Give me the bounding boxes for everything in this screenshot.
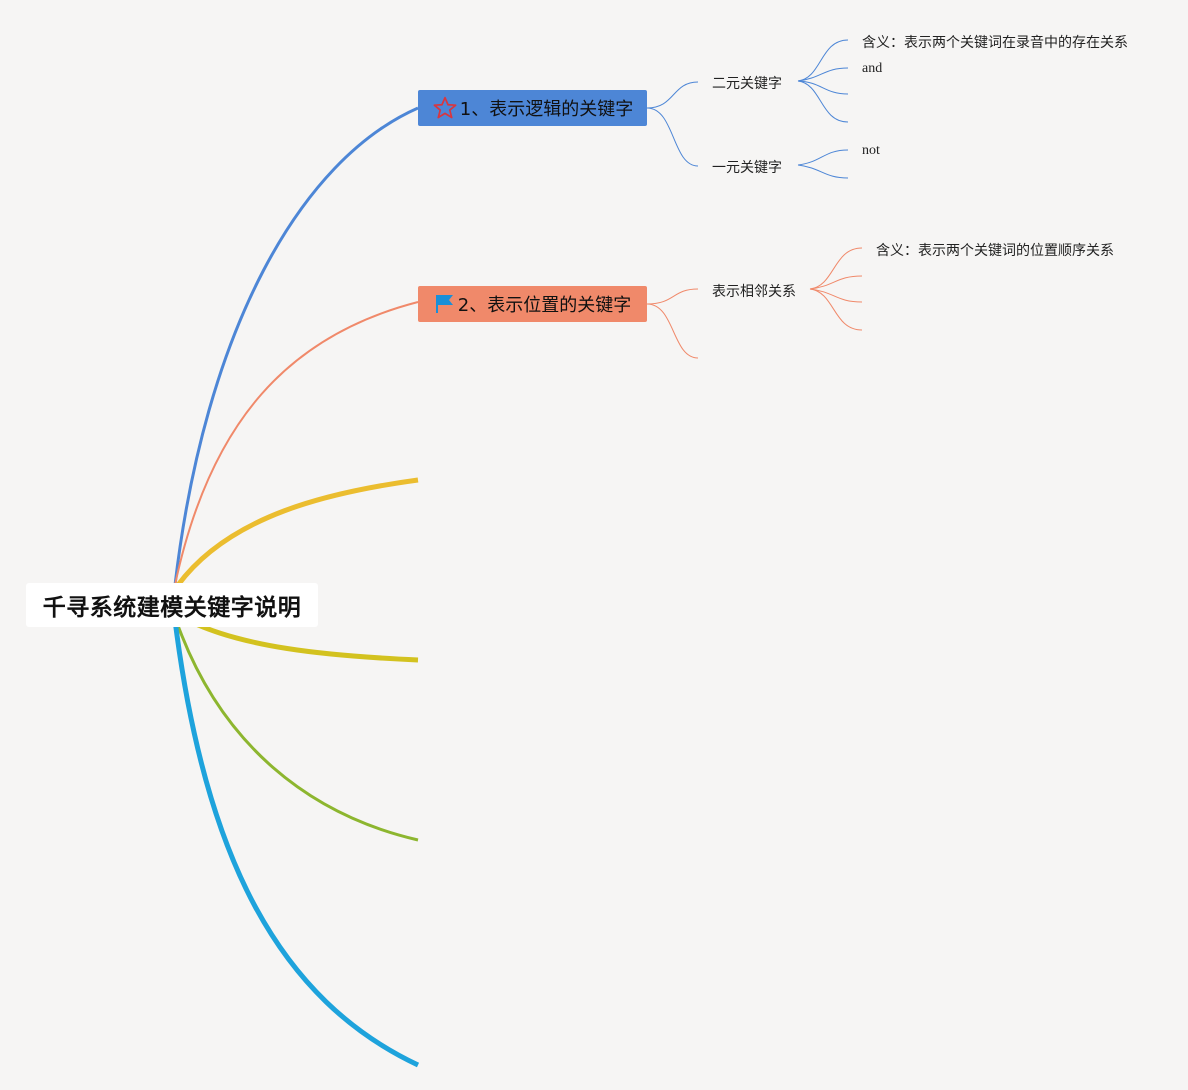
topic-position-keywords-label: 2、表示位置的关键字 [457,295,632,316]
subtopic-unary-keywords[interactable]: 一元关键字 [712,160,782,176]
flag-icon [434,293,456,315]
leaf-binary-meaning[interactable]: 含义：表示两个关键词在录音中的存在关系 [862,35,1128,51]
topic-position-keywords[interactable]: 2、表示位置的关键字 [418,286,647,322]
star-icon [432,95,458,121]
branch-topic-1 [173,106,419,586]
root-topic-label: 千寻系统建模关键字说明 [42,595,302,621]
root-topic[interactable]: 千寻系统建模关键字说明 [26,583,318,627]
subtopic-binary-keywords[interactable]: 二元关键字 [712,76,782,92]
branch-empty-cyan [172,619,420,1068]
topic-logic-keywords[interactable]: 1、表示逻辑的关键字 [418,90,647,126]
leaf-not[interactable]: not [862,143,880,158]
branch-empty-green [174,619,419,842]
leaf-and[interactable]: and [862,61,883,76]
leaf-adjacency-meaning[interactable]: 含义：表示两个关键词的位置顺序关系 [876,243,1114,259]
topic-logic-keywords-label: 1、表示逻辑的关键字 [459,99,634,120]
subtopic-adjacency[interactable]: 表示相邻关系 [712,284,796,300]
branch-empty-yellow [175,477,419,587]
branch-topic-2 [174,301,419,586]
